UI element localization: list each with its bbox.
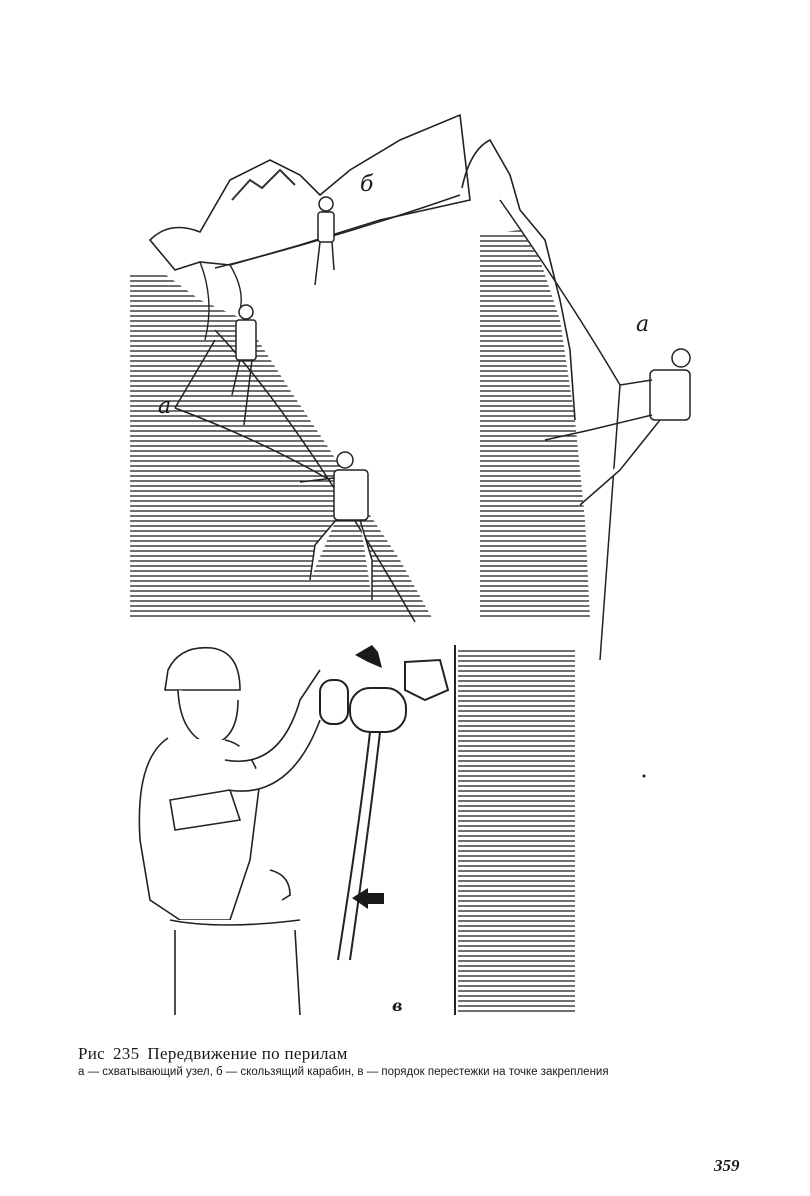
figure-caption: Рис 235 Передвижение по перилам а — схваты… — [78, 1044, 748, 1079]
caption-number: 235 — [113, 1044, 139, 1063]
lower-wall — [455, 645, 575, 1015]
climber-detail — [139, 648, 320, 1015]
label-b: б — [360, 172, 373, 197]
label-v: в — [392, 996, 403, 1015]
direction-arrows — [352, 645, 384, 909]
caption-title: Передвижение по перилам — [147, 1044, 347, 1063]
caption-title-line: Рис 235 Передвижение по перилам — [78, 1044, 748, 1064]
right-cliff — [462, 140, 590, 618]
caption-prefix: Рис — [78, 1044, 105, 1063]
left-cliff — [130, 115, 470, 618]
carabiner-set — [320, 660, 448, 960]
caption-legend: а — схватывающий узел, б — скользящий ка… — [78, 1066, 748, 1079]
label-a-right: a — [636, 312, 649, 337]
speck — [643, 775, 646, 778]
label-a-left: a — [158, 394, 171, 419]
page-number: 359 — [714, 1156, 740, 1176]
figure-illustration — [0, 0, 810, 1040]
